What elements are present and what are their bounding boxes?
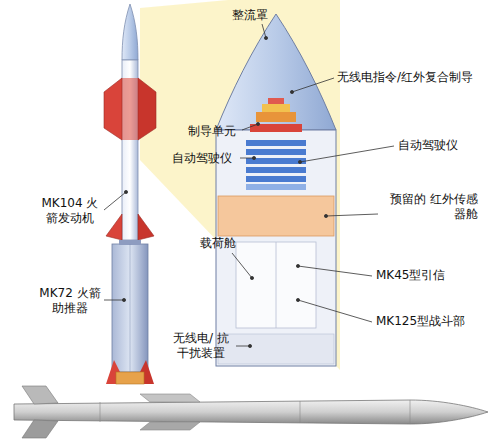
- part-label: 自动驾驶仪: [398, 138, 458, 153]
- part-label: MK72 火箭助推器: [38, 286, 102, 316]
- part-label: 预留的 红外传感器舱: [380, 192, 478, 222]
- part-label: 无线电/ 抗干扰装置: [168, 331, 234, 361]
- part-label: 载荷舱: [200, 236, 236, 251]
- part-label: 自动驾驶仪: [172, 151, 232, 166]
- part-label: MK104 火箭发动机: [38, 196, 102, 226]
- part-label: MK125型战斗部: [376, 314, 465, 329]
- part-label: 制导单元: [188, 124, 236, 139]
- part-label: 无线电指令/红外复合制导: [337, 70, 473, 85]
- part-label: MK45型引信: [376, 268, 446, 283]
- part-label: 整流罩: [232, 8, 268, 23]
